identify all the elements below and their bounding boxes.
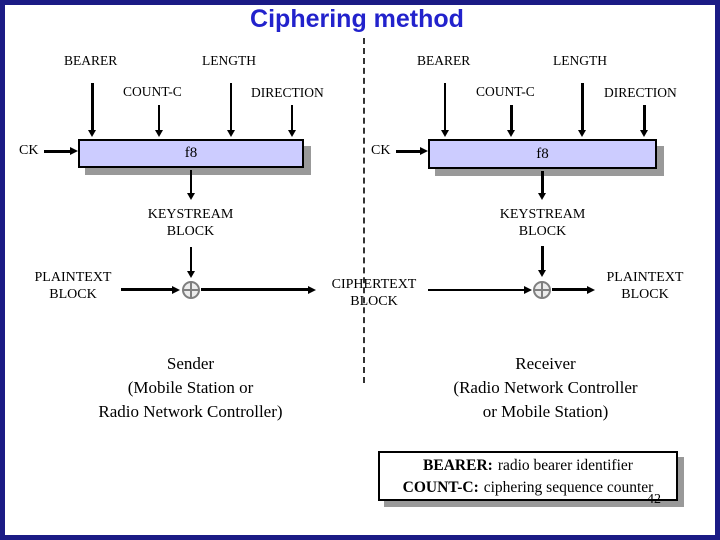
sender-direction-label: DIRECTION	[251, 85, 324, 100]
sender-length-label: LENGTH	[202, 53, 256, 68]
receiver-ck-label: CK	[371, 143, 391, 158]
definitions-note-box: BEARER:radio bearer identifier COUNT-C:c…	[378, 451, 678, 501]
divider-dashed-line	[363, 38, 365, 383]
sender-count-c-label: COUNT-C	[123, 84, 182, 99]
page-number: 42	[647, 492, 661, 507]
sender-f8-box: f8	[78, 139, 304, 168]
ciphertext-label: CIPHERTEXT BLOCK	[331, 277, 417, 309]
slide-title: Ciphering method	[250, 5, 464, 33]
receiver-keystream-label: KEYSTREAM BLOCK	[499, 207, 586, 239]
receiver-f8-box: f8	[428, 139, 657, 169]
receiver-bearer-label: BEARER	[417, 53, 471, 68]
sender-xor-icon	[181, 280, 201, 300]
receiver-caption: Receiver (Radio Network Controller or Mo…	[453, 354, 638, 421]
receiver-xor-icon	[532, 280, 552, 300]
note-line-count-c: COUNT-C:ciphering sequence counter	[402, 479, 654, 496]
sender-plaintext-label: PLAINTEXT BLOCK	[34, 270, 112, 302]
receiver-count-c-label: COUNT-C	[476, 84, 535, 99]
receiver-plaintext-label: PLAINTEXT BLOCK	[606, 270, 684, 302]
receiver-length-label: LENGTH	[553, 53, 607, 68]
sender-ck-label: CK	[19, 143, 39, 158]
sender-bearer-label: BEARER	[64, 53, 118, 68]
sender-keystream-label: KEYSTREAM BLOCK	[147, 207, 234, 239]
sender-caption: Sender (Mobile Station or Radio Network …	[98, 354, 283, 421]
note-line-bearer: BEARER:radio bearer identifier	[423, 457, 633, 474]
receiver-direction-label: DIRECTION	[604, 85, 677, 100]
